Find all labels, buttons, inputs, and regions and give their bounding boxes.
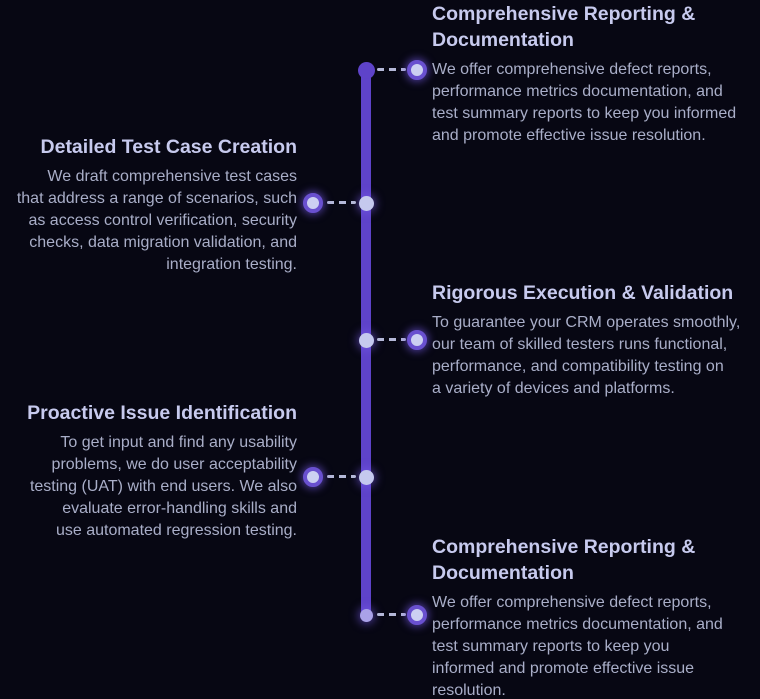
timeline-line-dot-icon [358,469,374,485]
timeline-item-title: Proactive Issue Identification [27,402,297,424]
timeline-item-description: We offer comprehensive defect reports, p… [432,594,723,699]
timeline-connector-dash [327,475,356,478]
timeline-line-dot-icon [359,608,373,622]
timeline-connector-dash [377,338,406,341]
timeline-item-content: Proactive Issue Identification To get in… [0,400,297,542]
timeline-ring-dot-icon [407,330,427,350]
timeline-item-description: To guarantee your CRM operates smoothly,… [432,314,741,397]
timeline-item-title: Comprehensive Reporting & Documentation [432,3,696,51]
timeline-item-content: Comprehensive Reporting & Documentation … [432,534,760,699]
timeline-connector-dash [377,613,406,616]
timeline-line-dot-icon [358,332,374,348]
timeline-line-dot-icon [358,195,374,211]
timeline-ring-dot-icon [407,605,427,625]
timeline-ring-dot-icon [407,60,427,80]
timeline-connector-dash [327,201,356,204]
timeline-item-content: Rigorous Execution & Validation To guara… [432,280,760,400]
timeline-item-content: Comprehensive Reporting & Documentation … [432,1,760,147]
timeline-item-description: We draft comprehensive test cases that a… [16,168,297,273]
timeline-connector-dash [377,68,406,71]
timeline-item-description: We offer comprehensive defect reports, p… [432,61,737,144]
timeline-ring-dot-icon [303,193,323,213]
timeline-ring-dot-icon [303,467,323,487]
timeline-item-title: Rigorous Execution & Validation [432,282,734,304]
timeline-item-description: To get input and find any usability prob… [29,434,297,539]
timeline-item-content: Detailed Test Case Creation We draft com… [0,134,297,276]
timeline-item-title: Comprehensive Reporting & Documentation [432,536,696,584]
timeline-line-dot-icon [358,62,375,79]
timeline-item-title: Detailed Test Case Creation [40,136,297,158]
